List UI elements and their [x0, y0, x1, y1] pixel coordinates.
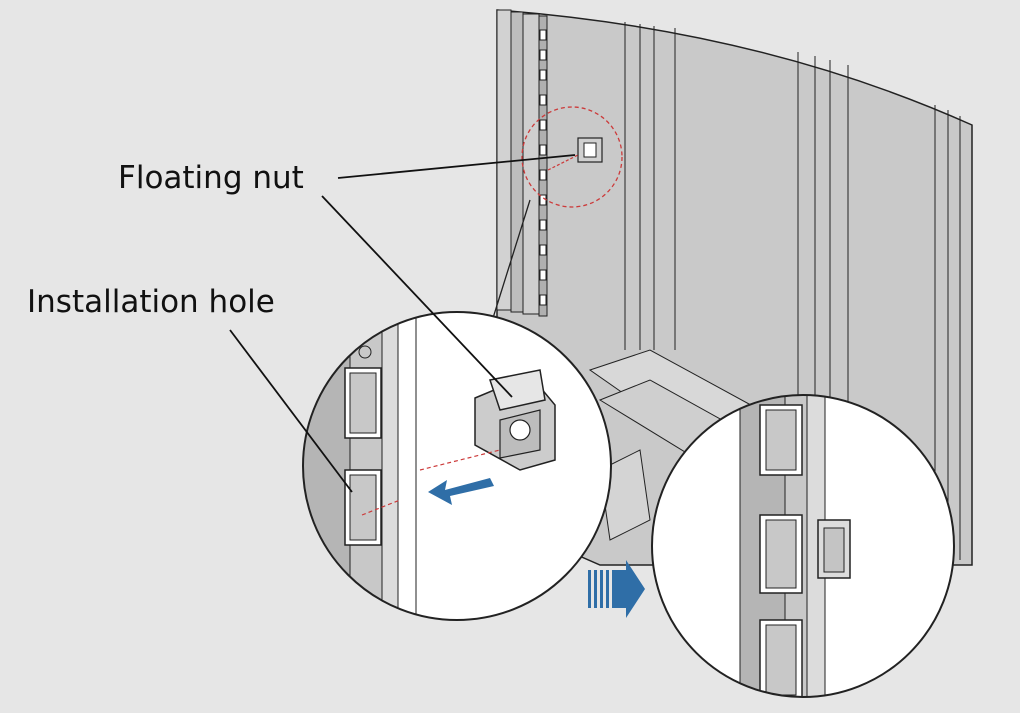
detail-connector-line: [492, 199, 531, 319]
installation-hole-label: Installation hole: [27, 284, 275, 320]
floating-nut-label: Floating nut: [118, 160, 304, 196]
detail-circle-after: [651, 394, 955, 698]
small-floating-nut-icon: [577, 137, 603, 163]
floating-nut-leader-top: [337, 154, 576, 179]
installation-hole-leader: [229, 329, 353, 493]
highlight-circle: [521, 106, 623, 208]
rail-holes: [539, 29, 547, 306]
floating-nut-leader-bottom: [321, 195, 513, 398]
floating-nut-icon: [474, 369, 556, 471]
installed-floating-nut-icon: [817, 519, 851, 579]
step-arrow-icon: [588, 560, 645, 618]
insert-arrow-icon: [428, 478, 494, 505]
